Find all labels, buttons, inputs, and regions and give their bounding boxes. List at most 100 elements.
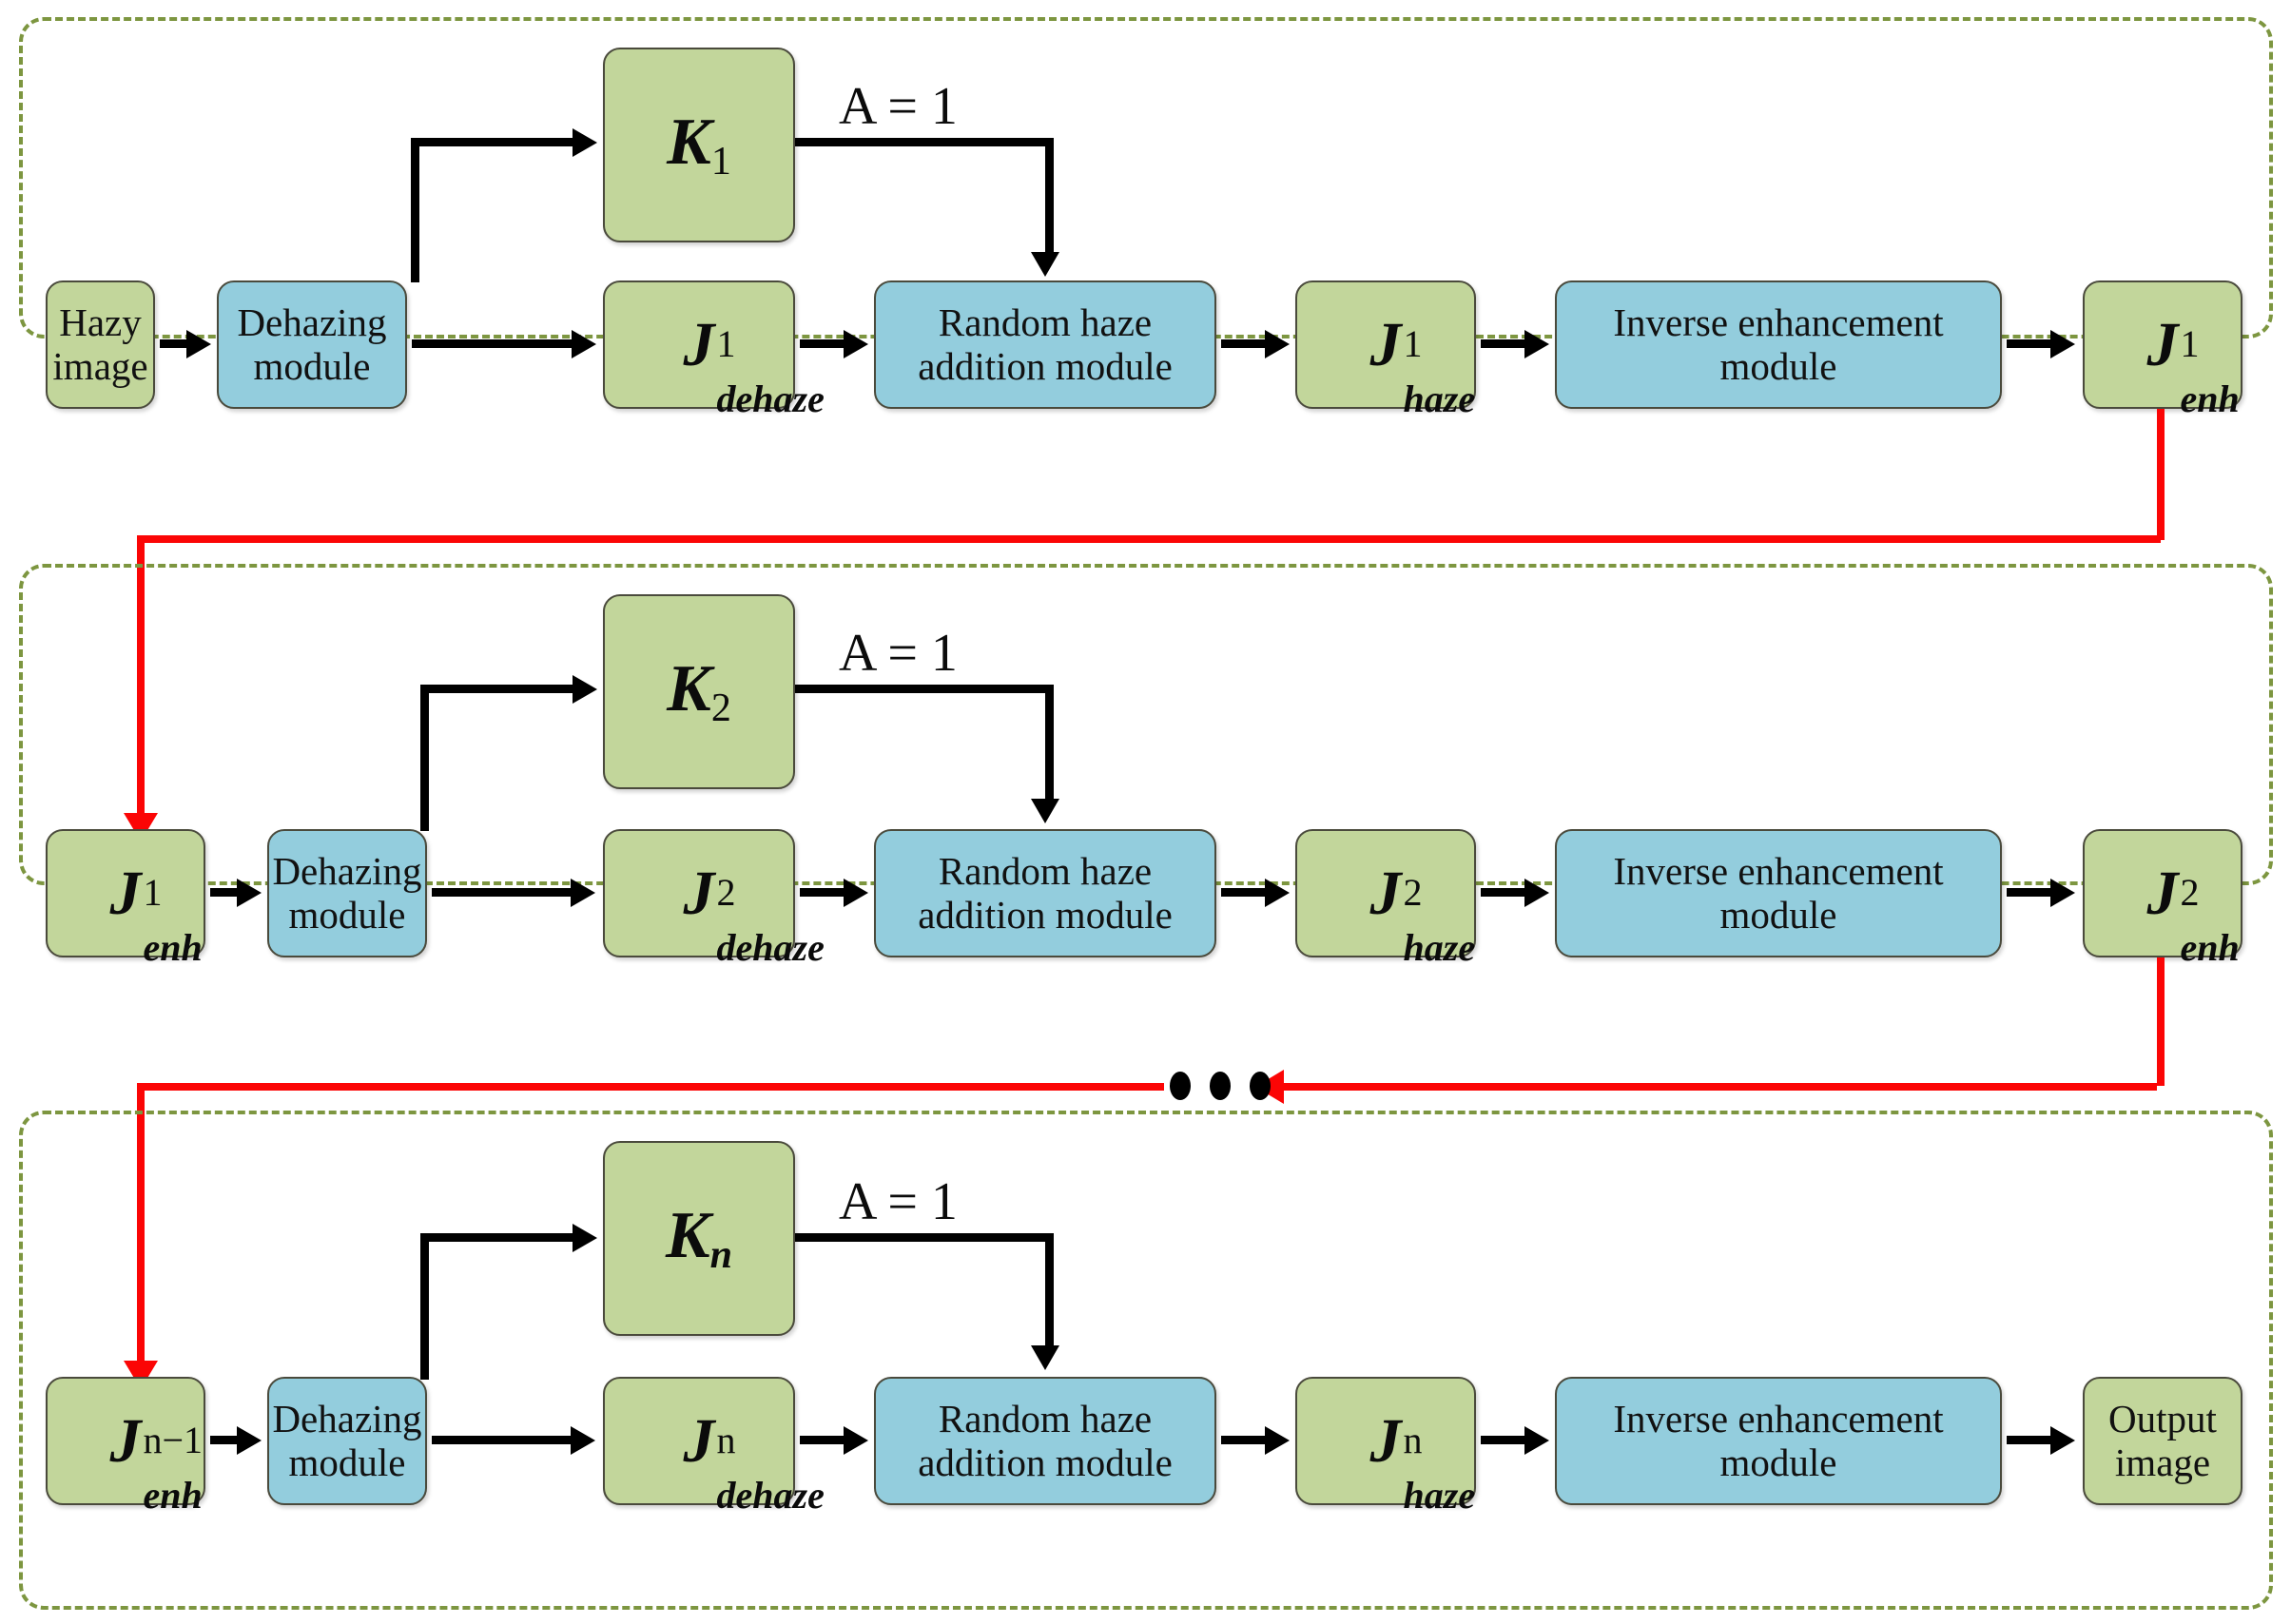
arrow-right-icon [1524,330,1549,358]
arrow-down-icon [1031,252,1059,277]
branch-to-k2-line [420,685,573,693]
arrow-right-icon [844,879,868,907]
arrow-jdehaze-to-random-line-2 [800,888,844,897]
k1-to-random-line [795,138,1054,146]
branch-to-k1-line [411,138,573,146]
branch-to-kn-line [420,1233,573,1242]
arrow-inverse-to-jenh-line-2 [2007,888,2050,897]
red-feedback-2-down [2157,957,2165,1086]
arrow-right-icon [844,330,868,358]
arrow-right-icon [2050,1426,2075,1455]
arrow-dehazing-to-jdehaze-line-2 [432,888,571,897]
arrow-down-icon [1031,799,1059,823]
a-equals-1-label-1: A = 1 [839,77,958,136]
arrow-input-to-dehazing-line-2 [210,888,237,897]
kn-label: Kn [665,1198,733,1277]
arrow-input-to-dehazing-line-n [210,1436,237,1444]
arrow-right-icon [1265,330,1290,358]
k2-to-random-line [795,685,1054,693]
arrow-hazy-to-dehazing-line [160,339,186,348]
arrow-right-icon [572,330,596,358]
arrow-dehazing-to-jdehaze-line-1 [412,339,572,348]
arrow-jdehaze-to-random-line-1 [800,339,844,348]
arrow-right-icon [571,1426,595,1455]
k2-label: K2 [667,651,731,730]
arrow-right-icon [2050,330,2075,358]
k1-label: K1 [667,105,731,184]
red-feedback-2-downleft [137,1083,145,1366]
kn-to-random-line [795,1233,1054,1242]
arrow-jhaze-to-inverse-line-2 [1481,888,1524,897]
arrow-down-icon [1031,1345,1059,1370]
red-feedback-2-across-right [1284,1083,2157,1091]
branch-up-line-2 [420,685,429,831]
kn-down-line [1045,1233,1054,1345]
arrow-dehazing-to-jdehaze-line-n [432,1436,571,1444]
arrow-jhaze-to-inverse-line-1 [1481,339,1524,348]
arrow-random-to-jhaze-line-1 [1221,339,1265,348]
arrow-right-icon [186,330,211,358]
a-equals-1-label-2: A = 1 [839,624,958,683]
arrow-random-to-jhaze-line-n [1221,1436,1265,1444]
arrow-random-to-jhaze-line-2 [1221,888,1265,897]
branch-up-line-n [420,1233,429,1380]
k1-box[interactable]: K1 [603,48,795,242]
arrow-inverse-to-output-line [2007,1436,2050,1444]
k2-box[interactable]: K2 [603,594,795,789]
arrow-right-icon [237,1426,262,1455]
red-feedback-1-down [2157,409,2165,540]
arrow-right-icon [237,879,262,907]
arrow-right-icon [844,1426,868,1455]
branch-up-line-1 [411,138,419,282]
arrow-right-icon [1524,1426,1549,1455]
arrow-inverse-to-jenh-line-1 [2007,339,2050,348]
arrow-right-icon [1524,879,1549,907]
red-feedback-1-downleft [137,535,145,819]
kn-box[interactable]: Kn [603,1141,795,1336]
red-feedback-2-across-left [137,1083,1164,1091]
arrow-right-icon [2050,879,2075,907]
arrow-right-icon [573,675,597,704]
k1-down-line [1045,138,1054,252]
